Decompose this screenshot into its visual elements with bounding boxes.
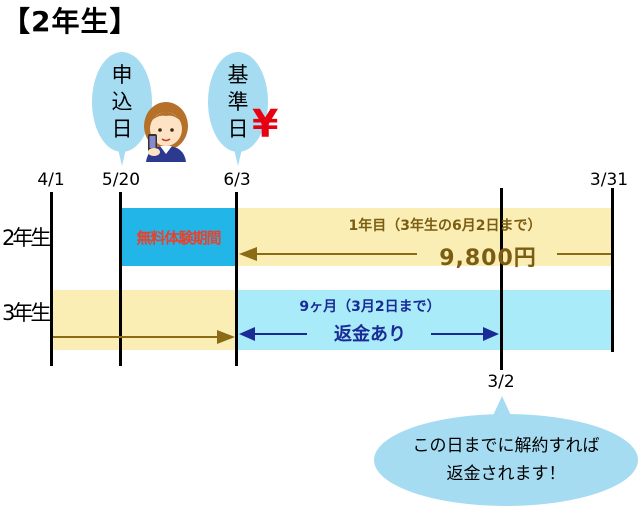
note-line-2: 返金されます！ [446, 464, 566, 484]
refund-period-bar [237, 290, 612, 350]
cancellation-note-bubble: この日までに解約すれば 返金されます！ [374, 414, 638, 506]
person-with-phone-icon [144, 102, 188, 162]
timeline-line-6-3 [235, 192, 238, 366]
date-label-3-2: 3/2 [487, 372, 515, 392]
apply-date-bubble: 申 込 日 [92, 52, 152, 152]
arrow-left-icon [239, 247, 611, 261]
page-title: 【2年生】 [2, 5, 139, 38]
row-label-year3: 3年生 [2, 301, 51, 325]
carryover-bar [52, 290, 237, 350]
year1-period-text: 1年目（3年生の6月2日まで） [348, 218, 542, 234]
base-bubble-char-3: 日 [227, 116, 249, 141]
apply-bubble-char-1: 申 [111, 62, 133, 87]
base-date-bubble: 基 準 日 [208, 52, 268, 152]
refund-label: 返金あり [334, 324, 406, 345]
date-label-5-20: 5/20 [101, 170, 141, 190]
year1-period-bar [237, 208, 612, 266]
refund-period-text: 9ヶ月（3月2日まで） [299, 299, 441, 315]
apply-bubble-char-3: 日 [111, 116, 133, 141]
note-line-1: この日までに解約すれば [412, 436, 600, 456]
trial-period-label: 無料体験期間 [136, 229, 221, 247]
timeline-line-3-2 [500, 188, 503, 370]
base-bubble-char-2: 準 [227, 89, 249, 114]
trial-period-bar [120, 208, 237, 266]
date-label-3-31: 3/31 [589, 170, 629, 190]
date-label-4-1: 4/1 [37, 170, 65, 190]
yen-icon: ¥ [252, 102, 279, 146]
timeline-line-3-31 [611, 188, 614, 352]
base-bubble-char-1: 基 [227, 62, 249, 87]
fee-amount: 9,800円 [439, 246, 537, 271]
row-label-year2: 2年生 [2, 226, 51, 250]
date-label-6-3: 6/3 [223, 170, 251, 190]
apply-bubble-char-2: 込 [111, 89, 133, 114]
arrow-right-icon [53, 330, 235, 344]
timeline-line-5-20 [119, 192, 122, 366]
double-arrow-icon [239, 327, 499, 341]
timeline-line-4-1 [50, 192, 53, 366]
